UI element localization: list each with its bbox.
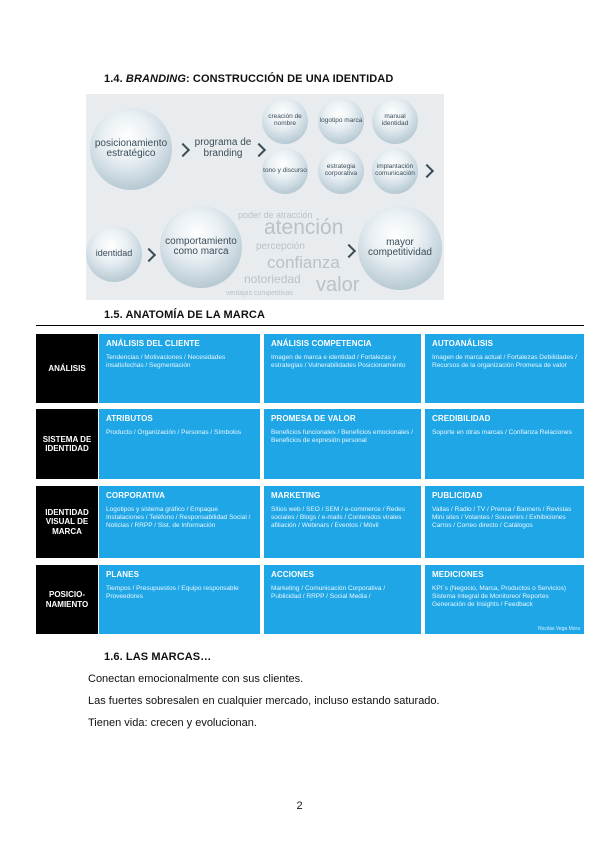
ball-tono: tono y discurso (262, 148, 308, 194)
row-label: IDENTIDAD VISUAL DE MARCA (36, 486, 98, 558)
cell-body: Soporte en otras marcas / Confianza Rela… (432, 429, 572, 436)
ball-estrategia: estrategia corporativa (318, 148, 364, 194)
cell-title: PROMESA DE VALOR (271, 414, 356, 423)
divider (36, 325, 584, 326)
cell-body: Imagen de marca actual / Fortalezas Debi… (432, 354, 577, 370)
anatomy-cell: CREDIBILIDAD Soporte en otras marcas / C… (425, 409, 584, 479)
paragraph-line: Tienen vida: crecen y evolucionan. (88, 717, 257, 729)
cell-title: ACCIONES (271, 570, 315, 579)
chevron-right-icon (341, 243, 357, 259)
cell-title: AUTOANÁLISIS (432, 339, 494, 348)
paragraph-line: Conectan emocionalmente con sus clientes… (88, 673, 304, 685)
cell-body: KPI´s (Negocio, Marca, Productos o Servi… (432, 585, 567, 609)
cell-title: ANÁLISIS COMPETENCIA (271, 339, 372, 348)
cell-title: CORPORATIVA (106, 491, 166, 500)
anatomy-cell: MARKETING Sitios web / SEO / SEM / e-com… (264, 486, 421, 558)
cell-body: Tiempos / Presupuestos / Equipo responsa… (106, 585, 239, 601)
cell-body: Marketing / Comunicación Corporativa / P… (271, 585, 386, 601)
anatomy-cell: PUBLICIDAD Vallas / Radio / TV / Prensa … (425, 486, 584, 558)
cell-title: ANÁLISIS DEL CLIENTE (106, 339, 200, 348)
image-credit: Nicolás Vega Mora (538, 626, 580, 632)
cell-title: ATRIBUTOS (106, 414, 153, 423)
text-programa: programa de branding (194, 137, 252, 159)
cell-title: PUBLICIDAD (432, 491, 483, 500)
cell-body: Producto / Organización / Personas / Sím… (106, 429, 242, 436)
row-label: SISTEMA DE IDENTIDAD (36, 409, 98, 479)
chevron-right-icon (141, 247, 157, 263)
word-valor: valor (316, 274, 360, 296)
heading-number: 1.4. (104, 73, 126, 85)
chevron-right-icon (419, 163, 435, 179)
ball-manual: manual identidad (372, 98, 418, 144)
cell-body: Beneficios funcionales / Beneficios emoc… (271, 429, 413, 445)
word-notoriedad: notoriedad (244, 272, 301, 286)
page-number: 2 (296, 800, 303, 812)
ball-mayor: mayor competitividad (358, 206, 442, 290)
word-confianza: confianza (267, 253, 340, 272)
heading-rest: : CONSTRUCCIÓN DE UNA IDENTIDAD (185, 73, 394, 85)
word-ventajas: ventajas competitivas (226, 290, 293, 297)
section-heading-marcas: 1.6. LAS MARCAS… (104, 651, 212, 663)
anatomy-cell: AUTOANÁLISIS Imagen de marca actual / Fo… (425, 334, 584, 403)
word-atencion: atención (264, 216, 344, 239)
anatomy-cell: CORPORATIVA Logotipos y sistema gráfico … (99, 486, 260, 558)
word-percepcion: percepción (256, 241, 305, 252)
anatomy-cell: PLANES Tiempos / Presupuestos / Equipo r… (99, 565, 260, 634)
cell-title: MEDICIONES (432, 570, 484, 579)
anatomy-cell: MEDICIONES KPI´s (Negocio, Marca, Produc… (425, 565, 584, 634)
paragraph-line: Las fuertes sobresalen en cualquier merc… (88, 695, 440, 707)
ball-creacion: creación de nombre (262, 98, 308, 144)
heading-italic-word: BRANDING (125, 73, 186, 85)
brand-anatomy-table: ANÁLISIS ANÁLISIS DEL CLIENTE Tendencias… (36, 325, 584, 635)
word-poder: poder de atracción (238, 210, 313, 220)
row-label: POSICIO- NAMIENTO (36, 565, 98, 634)
anatomy-cell: ACCIONES Marketing / Comunicación Corpor… (264, 565, 421, 634)
anatomy-cell: ATRIBUTOS Producto / Organización / Pers… (99, 409, 260, 479)
cell-body: Sitios web / SEO / SEM / e-commerce / Re… (271, 506, 406, 530)
section-heading-branding: 1.4. BRANDING: CONSTRUCCIÓN DE UNA IDENT… (104, 73, 393, 85)
cell-body: Vallas / Radio / TV / Prensa / Banners /… (432, 506, 572, 530)
ball-implantacion: implantación comunicación (372, 148, 418, 194)
cell-body: Imagen de marca e identidad / Fortalezas… (271, 354, 406, 370)
branding-diagram: poder de atracción atención percepción c… (86, 94, 444, 300)
ball-posicionamiento: posicionamiento estratégico (90, 108, 172, 190)
cell-title: MARKETING (271, 491, 321, 500)
cell-title: CREDIBILIDAD (432, 414, 491, 423)
cell-title: PLANES (106, 570, 140, 579)
ball-identidad: identidad (86, 226, 142, 282)
cell-body: Logotipos y sistema gráfico / Empaque In… (106, 506, 251, 530)
ball-logotipo: logotipo marca (318, 98, 364, 144)
ball-comportamiento: comportamiento como marca (160, 206, 242, 288)
row-label: ANÁLISIS (36, 334, 98, 403)
chevron-right-icon (175, 142, 191, 158)
anatomy-cell: ANÁLISIS DEL CLIENTE Tendencias / Motiva… (99, 334, 260, 403)
cell-body: Tendencias / Motivaciones / Necesidades … (106, 354, 226, 370)
anatomy-cell: PROMESA DE VALOR Beneficios funcionales … (264, 409, 421, 479)
anatomy-cell: ANÁLISIS COMPETENCIA Imagen de marca e i… (264, 334, 421, 403)
section-heading-anatomia: 1.5. ANATOMÍA DE LA MARCA (104, 309, 265, 321)
